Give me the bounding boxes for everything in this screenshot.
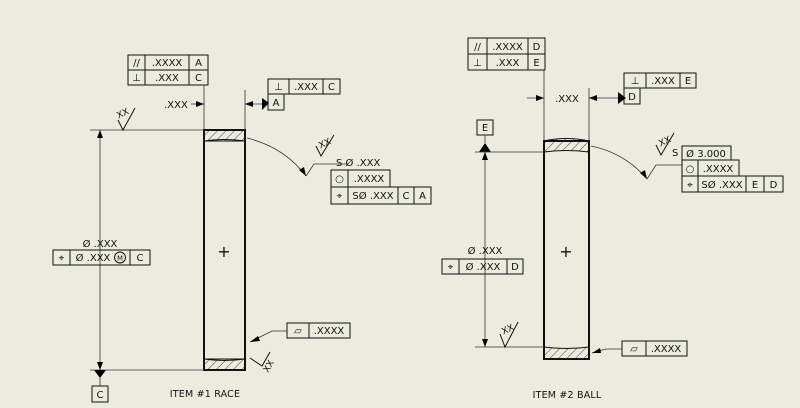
fcf-datum: E <box>685 76 691 87</box>
circularity-icon: ○ <box>335 174 344 185</box>
finish-value: XX <box>317 137 332 151</box>
ball-diameter-fcf: Ø .XXX ⌖ Ø .XXX D <box>441 245 524 275</box>
race-surface-finish-bottom: XX <box>249 351 277 375</box>
race-bottom-arc <box>203 358 246 361</box>
fcf-value: SØ .XXX <box>701 179 742 191</box>
fcf-datum: E <box>533 58 539 69</box>
race-flatness-fcf: ▱ .XXXX <box>249 322 351 343</box>
flatness-icon: ▱ <box>294 326 302 337</box>
datum-d-label: D <box>628 92 636 103</box>
fcf-datum: C <box>328 82 335 93</box>
fcf-datum: D <box>511 262 519 273</box>
ball-view: + ITEM #2 BALL // .XXXX D ⊥ .XXX E .XXX <box>441 37 784 401</box>
fcf-value: Ø .XXX <box>466 261 501 273</box>
dimension-text: S Ø .XXX <box>336 157 380 169</box>
ball-right-face-fcf: ⊥ .XXX E D <box>618 72 697 105</box>
race-width-dimension: .XXX <box>164 90 262 130</box>
position-icon: ⌖ <box>448 262 454 273</box>
ball-surface-finish-bottom: XX <box>499 321 519 349</box>
ball-spherical-fcf: XX S Ø 3.000 ○ .XXXX ⌖ SØ .XXX E D <box>590 132 784 193</box>
fcf-value: Ø 3.000 <box>686 148 726 160</box>
race-view: + ITEM #1 RACE // .XXXX A ⊥ .XXX C .XXX <box>52 54 432 403</box>
datum-e-label: E <box>482 123 488 134</box>
ball-flatness-fcf: ▱ .XXXX <box>591 340 688 357</box>
ball-center-mark: + <box>559 242 572 261</box>
finish-value: XX <box>262 359 277 375</box>
modifier-text: M <box>117 255 123 263</box>
ball-height-dimension: E <box>475 119 544 348</box>
fcf-value: .XXX <box>294 82 318 93</box>
perpendicularity-icon: ⊥ <box>274 82 283 93</box>
fcf-datum: A <box>419 191 426 202</box>
fcf-value: .XXX <box>496 58 520 69</box>
parallelism-icon: // <box>133 58 140 69</box>
fcf-value: .XXXX <box>703 164 734 175</box>
fcf-datum: C <box>403 191 410 202</box>
race-diameter-fcf: Ø .XXX ⌖ Ø .XXX M C <box>52 238 151 266</box>
position-icon: ⌖ <box>337 191 343 202</box>
datum-c-label: C <box>97 390 104 401</box>
fcf-datum: E <box>752 180 758 191</box>
perpendicularity-icon: ⊥ <box>631 76 640 87</box>
mmc-modifier-icon <box>114 251 126 264</box>
dimension-text: .XXX <box>555 94 579 105</box>
race-caption: ITEM #1 RACE <box>170 389 240 400</box>
position-icon: ⌖ <box>687 180 693 191</box>
dimension-text: Ø .XXX <box>83 238 118 250</box>
race-datum-c: C <box>91 370 109 403</box>
fcf-datum: C <box>137 253 144 264</box>
finish-value: XX <box>657 135 672 149</box>
dimension-text: .XXX <box>164 100 188 111</box>
fcf-value: .XXXX <box>314 326 345 337</box>
race-top-arc <box>203 139 246 142</box>
ball-caption: ITEM #2 BALL <box>533 390 602 401</box>
perpendicularity-icon: ⊥ <box>473 58 482 69</box>
fcf-value: Ø .XXX <box>76 252 111 264</box>
fcf-value: .XXXX <box>152 58 183 69</box>
ball-top-fcf: // .XXXX D ⊥ .XXX E <box>467 37 546 141</box>
fcf-value: .XXXX <box>354 174 385 185</box>
fcf-datum: D <box>770 180 778 191</box>
fcf-value: .XXX <box>651 76 675 87</box>
ball-bottom-hatch <box>543 346 590 360</box>
race-right-face-fcf: ⊥ .XXX C A <box>262 78 341 111</box>
dimension-text: S <box>672 148 678 159</box>
fcf-value: .XXXX <box>651 344 682 355</box>
datum-a-label: A <box>273 98 280 109</box>
race-bottom-hatch <box>203 358 246 371</box>
fcf-value: .XXX <box>155 73 179 84</box>
finish-value: XX <box>115 107 130 121</box>
race-top-hatch <box>203 129 246 142</box>
ball-width-dimension: .XXX <box>527 88 620 141</box>
race-center-mark: + <box>217 242 230 261</box>
dimension-text: Ø .XXX <box>468 245 503 257</box>
circularity-icon: ○ <box>686 164 695 175</box>
fcf-datum: D <box>533 42 541 53</box>
parallelism-icon: // <box>474 42 481 53</box>
position-icon: ⌖ <box>59 253 65 264</box>
perpendicularity-icon: ⊥ <box>132 73 141 84</box>
flatness-icon: ▱ <box>630 344 638 355</box>
ball-top-hatch <box>543 138 590 153</box>
race-spherical-fcf: XX S Ø .XXX ○ .XXXX ⌖ SØ .XXX C A <box>246 134 432 205</box>
race-surface-finish-top: XX <box>90 107 204 132</box>
fcf-datum: C <box>195 73 202 84</box>
race-top-fcf: // .XXXX A ⊥ .XXX C <box>127 54 209 130</box>
fcf-value: .XXXX <box>492 42 523 53</box>
finish-value: XX <box>500 323 515 337</box>
fcf-value: SØ .XXX <box>352 190 393 202</box>
fcf-datum: A <box>195 58 202 69</box>
